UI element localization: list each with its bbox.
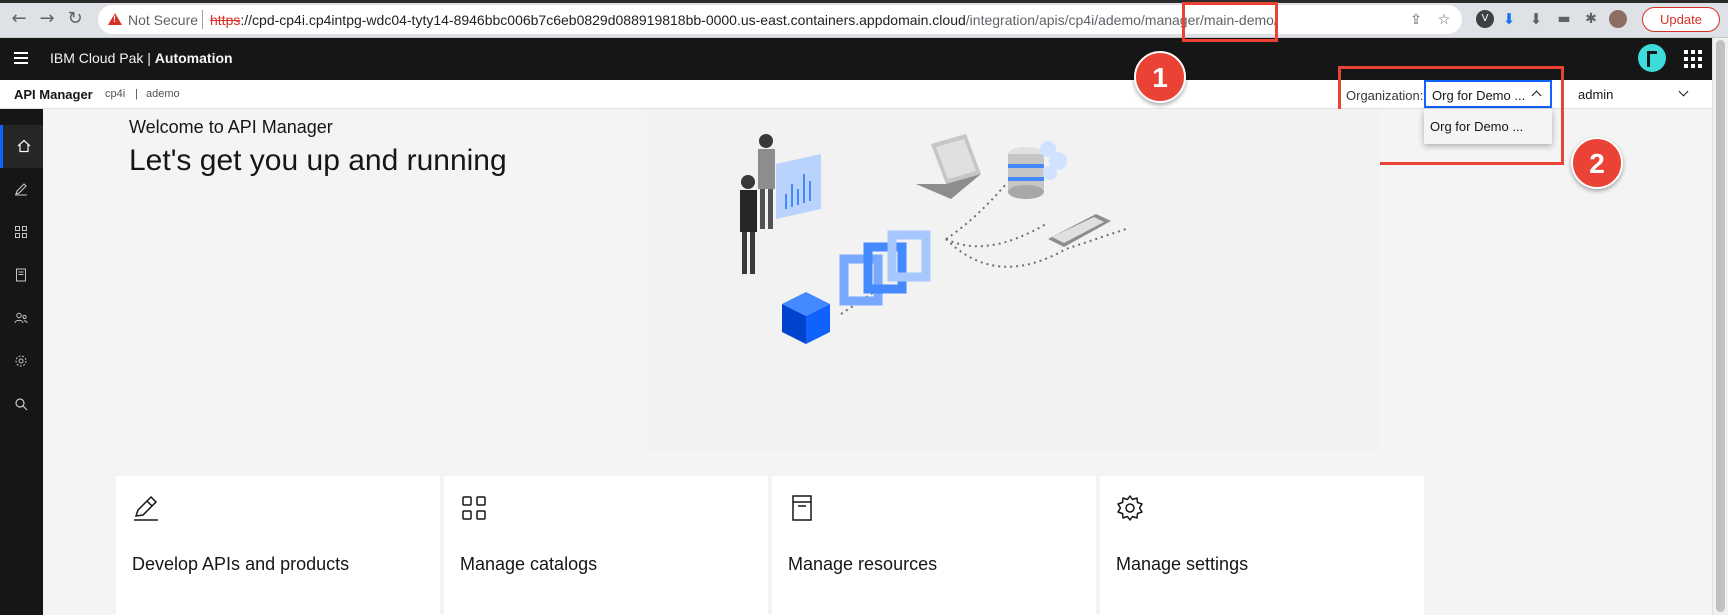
pencil-icon	[134, 495, 158, 521]
card-settings[interactable]: Manage settings	[1100, 476, 1424, 615]
welcome-text: Welcome to API Manager	[129, 117, 333, 137]
forward-icon[interactable]: →	[39, 8, 55, 29]
nav-settings[interactable]	[0, 340, 43, 383]
app-switcher-icon[interactable]	[1684, 50, 1702, 68]
download-blue-icon[interactable]: ⬇	[1502, 10, 1516, 28]
organization-select[interactable]: Org for Demo ...	[1424, 80, 1552, 108]
organization-label: Organization:	[1346, 88, 1424, 103]
card-title: Manage settings	[1116, 554, 1249, 574]
users-icon	[14, 312, 28, 324]
organization-dropdown: Org for Demo ...	[1424, 109, 1552, 144]
pencil-icon	[15, 183, 27, 196]
page-scrollbar[interactable]	[1712, 38, 1728, 615]
organization-option[interactable]: Org for Demo ...	[1430, 119, 1524, 134]
nav-members[interactable]	[0, 297, 43, 340]
card-develop[interactable]: Develop APIs and products	[116, 476, 440, 615]
gear-icon	[1117, 495, 1143, 521]
nav-catalogs[interactable]	[0, 211, 43, 254]
user-avatar-icon[interactable]	[1638, 44, 1666, 72]
breadcrumb-cp4i[interactable]: cp4i	[105, 88, 126, 100]
brand-product: Automation	[154, 50, 233, 66]
download-icon[interactable]: ⬇	[1529, 10, 1543, 28]
card-title: Manage catalogs	[460, 554, 598, 574]
grid-icon	[462, 496, 486, 520]
card-resources[interactable]: Manage resources	[772, 476, 1096, 615]
share-icon[interactable]: ⇪	[1410, 12, 1422, 28]
puzzle-icon[interactable]: ✱	[1585, 11, 1597, 27]
nav-home[interactable]	[0, 125, 43, 168]
page-title: Let's get you up and running	[129, 144, 507, 177]
hero-illustration	[646, 109, 1380, 451]
sub-header: API Manager cp4i | ademo Organization: O…	[0, 80, 1712, 109]
app-name[interactable]: API Manager	[14, 87, 93, 102]
breadcrumb-separator: |	[135, 88, 138, 100]
address-bar[interactable]: Not Secure https://cpd-cp4i.cp4intpg-wdc…	[98, 5, 1462, 34]
task-cards: Develop APIs and products Manage catalog…	[116, 476, 1426, 615]
nav-develop[interactable]	[0, 168, 43, 211]
warning-icon	[108, 13, 122, 25]
home-icon	[17, 139, 31, 153]
annotation-badge-2: 2	[1571, 137, 1623, 189]
annotation-badge-1: 1	[1134, 51, 1186, 103]
profile-avatar-icon[interactable]	[1609, 10, 1627, 28]
url-text[interactable]: https://cpd-cp4i.cp4intpg-wdc04-tyty14-8…	[210, 12, 1278, 28]
bookmark-star-icon[interactable]: ☆	[1437, 12, 1451, 28]
not-secure-label: Not Secure	[128, 12, 199, 28]
scrollbar-thumb[interactable]	[1716, 40, 1725, 612]
grid-icon	[15, 226, 27, 238]
browser-tab-strip	[0, 0, 1728, 3]
brand-prefix: IBM Cloud Pak |	[50, 50, 155, 66]
menu-icon[interactable]	[14, 52, 28, 64]
nav-resources[interactable]	[0, 254, 43, 297]
chevron-down-icon[interactable]	[1678, 86, 1689, 97]
back-icon[interactable]: ←	[11, 8, 27, 29]
breadcrumb-ademo[interactable]: ademo	[146, 88, 180, 100]
annotation-box-url	[1182, 2, 1278, 42]
card-title: Develop APIs and products	[132, 554, 350, 574]
document-icon	[792, 495, 812, 521]
reload-icon[interactable]: ↻	[67, 8, 83, 29]
url-divider	[202, 10, 203, 29]
extension-vb-icon[interactable]: V	[1476, 10, 1494, 28]
card-catalogs[interactable]: Manage catalogs	[444, 476, 768, 615]
card-title: Manage resources	[788, 554, 938, 574]
update-button[interactable]: Update	[1642, 7, 1720, 32]
nav-search[interactable]	[0, 383, 43, 426]
user-menu-label[interactable]: admin	[1578, 87, 1614, 102]
global-header: IBM Cloud Pak | Automation	[0, 38, 1712, 80]
url-host: ://cpd-cp4i.cp4intpg-wdc04-tyty14-8946bb…	[240, 12, 966, 28]
brand-title[interactable]: IBM Cloud Pak | Automation	[50, 50, 233, 66]
search-icon	[15, 398, 28, 411]
url-scheme: https	[210, 12, 241, 28]
gear-icon	[15, 355, 27, 367]
card-icon[interactable]: ▬	[1557, 11, 1571, 27]
browser-toolbar: ← → ↻ Not Secure https://cpd-cp4i.cp4int…	[0, 0, 1728, 38]
left-navigation	[0, 109, 43, 615]
url-path: /integration/apis/cp4i/ademo/manager/mai…	[965, 12, 1278, 28]
organization-select-value: Org for Demo ...	[1432, 88, 1526, 103]
document-icon	[16, 268, 26, 282]
api-network-illustration	[740, 134, 1127, 344]
